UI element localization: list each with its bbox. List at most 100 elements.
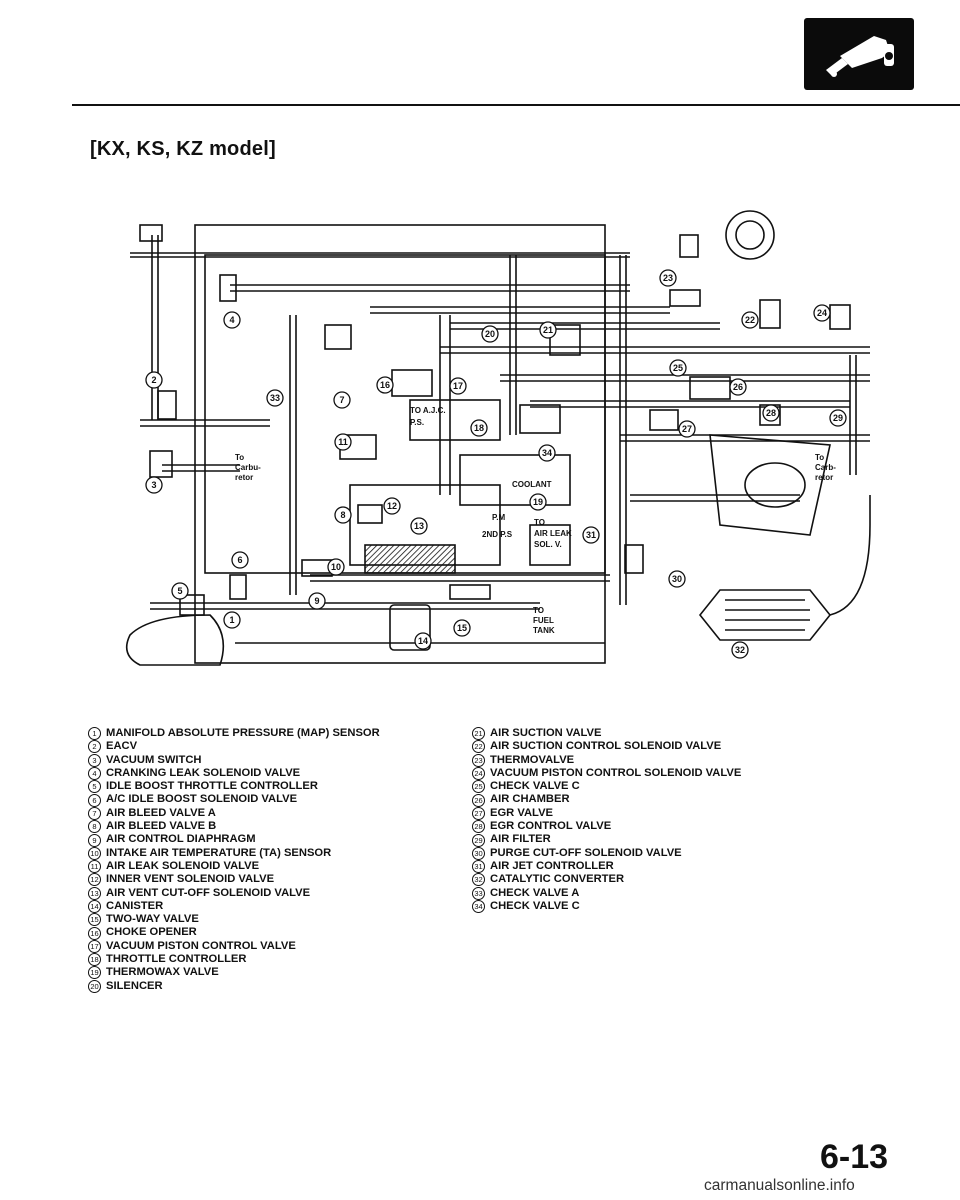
label-to-fuel-tank-3: TANK	[533, 626, 555, 635]
legend-text: AIR SUCTION VALVE	[490, 727, 602, 739]
legend-number-badge: 6	[88, 793, 101, 807]
legend-number-badge: 22	[472, 740, 485, 754]
legend-number-badge: 10	[88, 846, 101, 860]
fuel-system-logo	[804, 18, 914, 90]
callout-11: 11	[338, 437, 348, 447]
label-to-ajc: TO A.J.C.	[410, 406, 446, 415]
label-coolant: COOLANT	[512, 480, 552, 489]
label-pm: P.M	[492, 513, 506, 522]
legend-number-badge: 8	[88, 820, 101, 834]
callout-20: 20	[485, 329, 495, 339]
legend-item: 8 AIR BLEED VALVE B	[88, 820, 448, 834]
legend-text: SILENCER	[106, 979, 163, 992]
legend-item: 27 EGR VALVE	[472, 807, 852, 820]
legend-item: 16 CHOKE OPENER	[88, 926, 448, 940]
legend-item: 19 THERMOWAX VALVE	[88, 966, 448, 980]
legend-number-badge: 1	[88, 727, 101, 741]
legend-number-badge: 18	[88, 953, 101, 967]
legend-text: IDLE BOOST THROTTLE CONTROLLER	[106, 780, 318, 793]
label-to-air-leak-1: TO	[534, 518, 545, 527]
callout-6: 6	[237, 555, 242, 565]
callout-22: 22	[745, 315, 755, 325]
legend-number-badge: 5	[88, 780, 101, 794]
legend-text: MANIFOLD ABSOLUTE PRESSURE (MAP) SENSOR	[106, 727, 380, 739]
legend-number-badge: 19	[88, 966, 101, 980]
legend-text: CHOKE OPENER	[106, 926, 197, 939]
legend-text: EGR VALVE	[490, 806, 553, 819]
legend-number-badge: 32	[472, 873, 485, 887]
legend-text: VACUUM PISTON CONTROL SOLENOID VALVE	[490, 766, 742, 779]
callout-9: 9	[314, 596, 319, 606]
legend-left-column: 1 MANIFOLD ABSOLUTE PRESSURE (MAP) SENSOR…	[88, 727, 448, 993]
model-title: [KX, KS, KZ model]	[90, 138, 276, 160]
legend-number-badge: 30	[472, 846, 485, 860]
part-callouts: 4 2 3 1 5 6 7 8 9 10 11 12 13 14 15 16 1…	[145, 269, 847, 659]
legend-text: VACUUM PISTON CONTROL VALVE	[106, 939, 296, 952]
callout-26: 26	[733, 382, 743, 392]
legend-number-badge: 20	[88, 979, 101, 993]
callout-10: 10	[331, 562, 341, 572]
callout-25: 25	[673, 363, 683, 373]
legend-text: CATALYTIC CONVERTER	[490, 873, 625, 886]
legend-number-badge: 16	[88, 926, 101, 940]
callout-15: 15	[457, 623, 467, 633]
legend-text: AIR VENT CUT-OFF SOLENOID VALVE	[106, 886, 311, 899]
legend-text: THERMOWAX VALVE	[106, 966, 219, 979]
label-to-carburetor-left-2: Carbu-	[235, 463, 261, 472]
legend-number-badge: 9	[88, 833, 101, 847]
callout-12: 12	[387, 501, 397, 511]
legend-text: AIR JET CONTROLLER	[490, 859, 614, 872]
callout-30: 30	[672, 574, 682, 584]
legend-text: VACUUM SWITCH	[106, 753, 202, 766]
callout-33: 33	[270, 393, 280, 403]
label-to-carburetor-right-3: retor	[815, 473, 833, 482]
legend-text: CHECK VALVE C	[490, 899, 580, 912]
callout-17: 17	[453, 381, 463, 391]
callout-31: 31	[586, 530, 596, 540]
watermark: carmanualsonline.info	[704, 1177, 855, 1194]
legend-number-badge: 27	[472, 806, 485, 820]
label-2nd-ps: 2ND P.S	[482, 530, 513, 539]
legend-text: AIR CONTROL DIAPHRAGM	[106, 833, 256, 846]
legend-number-badge: 14	[88, 900, 101, 913]
legend-number-badge: 24	[472, 767, 485, 781]
callout-14: 14	[418, 636, 428, 646]
callout-29: 29	[833, 413, 843, 423]
label-to-air-leak-3: SOL. V.	[534, 540, 562, 549]
callout-13: 13	[414, 521, 424, 531]
legend-number-badge: 11	[88, 860, 101, 874]
legend-text: AIR BLEED VALVE B	[106, 820, 217, 833]
legend-item: 32 CATALYTIC CONVERTER	[472, 873, 852, 887]
label-to-carburetor-left-1: To	[235, 453, 244, 462]
legend-item: 20 SILENCER	[88, 980, 448, 993]
label-ps: P.S.	[410, 418, 424, 427]
legend-item: 3 VACUUM SWITCH	[88, 754, 448, 767]
legend-number-badge: 7	[88, 806, 101, 820]
label-to-carburetor-right-2: Carb-	[815, 463, 836, 472]
legend-number-badge: 3	[88, 753, 101, 767]
callout-7: 7	[339, 395, 344, 405]
callout-24: 24	[817, 308, 827, 318]
callout-4: 4	[229, 315, 234, 325]
vacuum-hose-diagram: 4 2 3 1 5 6 7 8 9 10 11 12 13 14 15 16 1…	[125, 210, 871, 666]
legend-number-badge: 17	[88, 939, 101, 953]
legend-number-badge: 28	[472, 820, 485, 834]
page-number: 6-13	[820, 1138, 889, 1176]
legend-text: AIR CHAMBER	[490, 793, 570, 806]
legend-text: TWO-WAY VALVE	[106, 913, 199, 926]
callout-8: 8	[340, 510, 345, 520]
